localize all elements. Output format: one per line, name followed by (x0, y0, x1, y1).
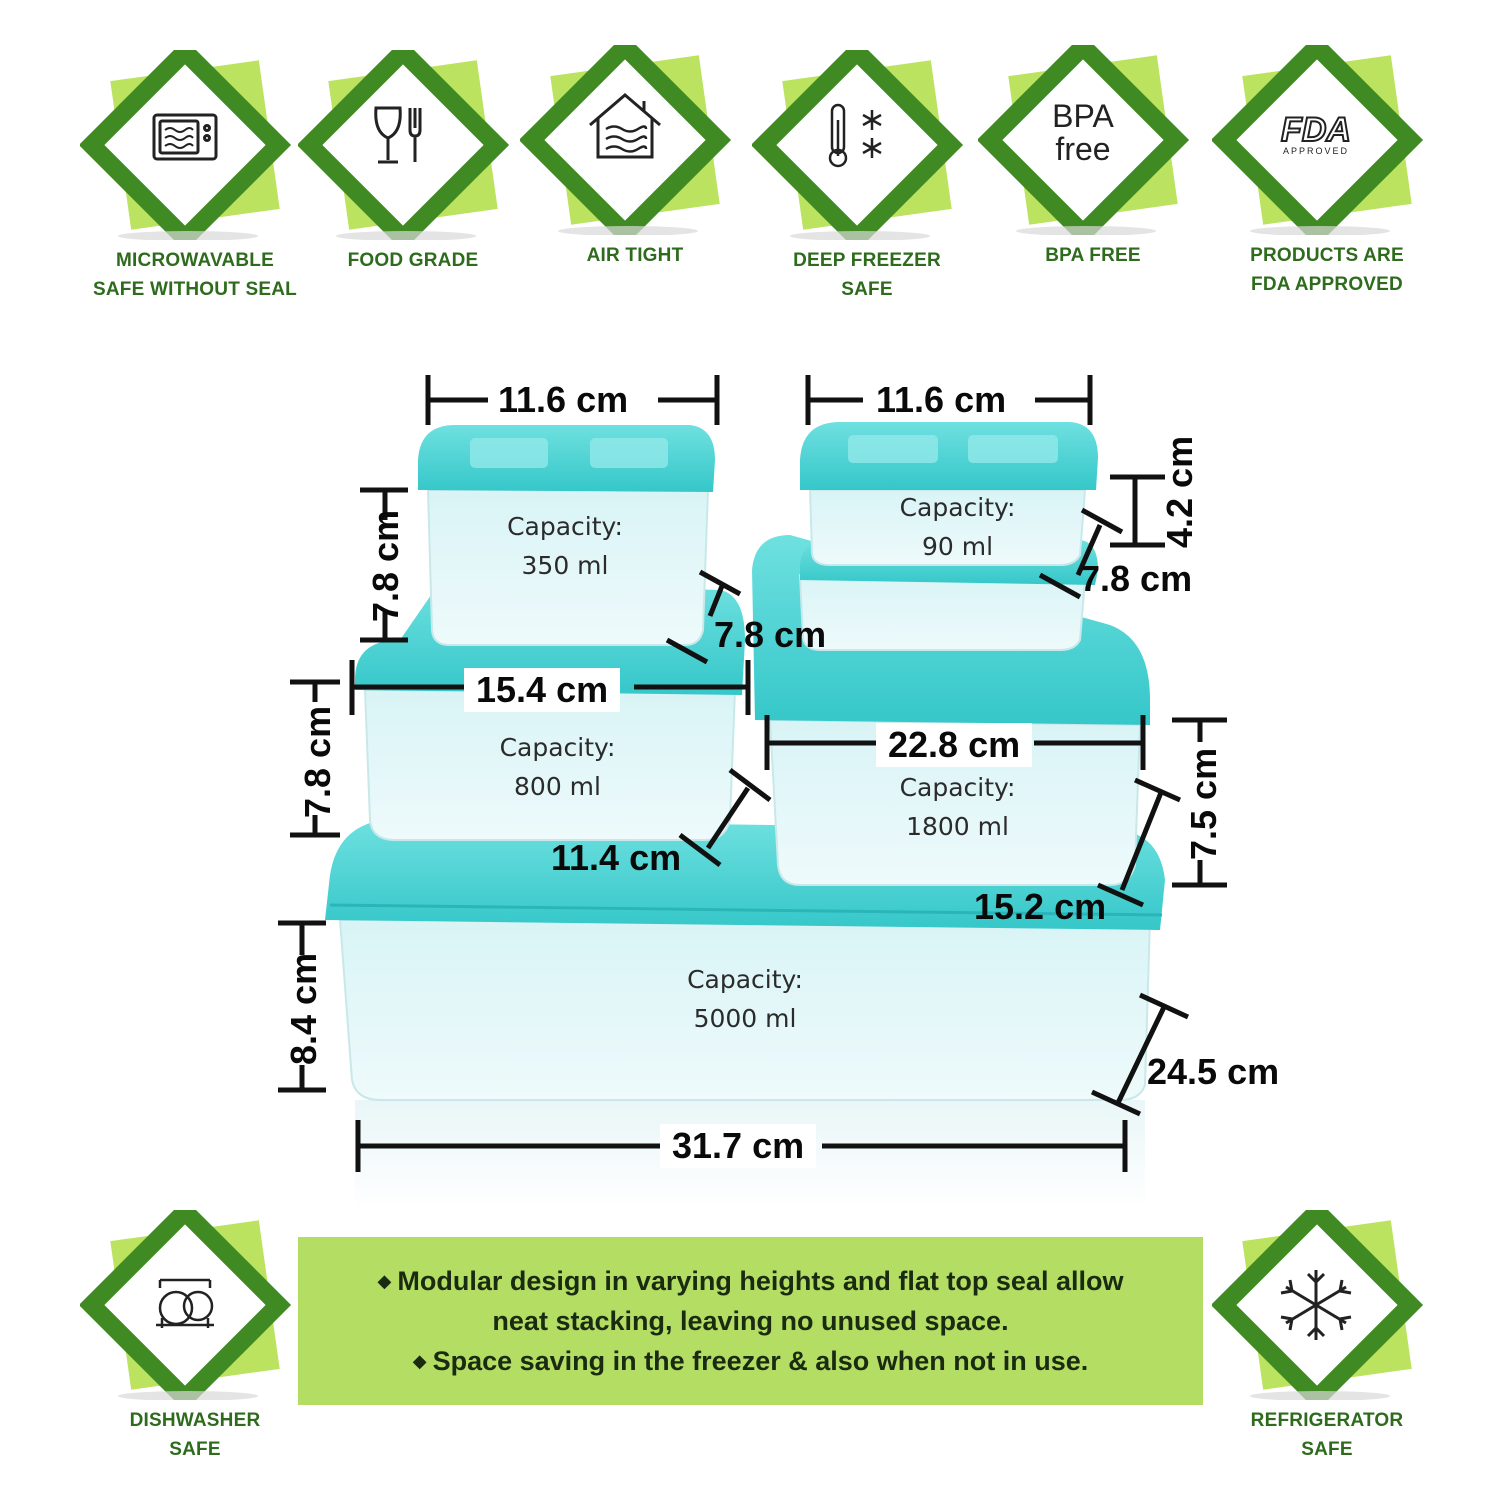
feature-info-box: ◆Modular design in varying heights and f… (298, 1237, 1203, 1405)
capacity-1800ml: Capacity:1800 ml (899, 773, 1016, 841)
diamond-bullet-icon: ◆ (412, 1351, 427, 1371)
badge-air-tight: AIR TIGHT (520, 45, 750, 295)
badge-bpa-free: BPA free BPA FREE (978, 45, 1208, 295)
free-text: free (1055, 131, 1110, 167)
dim-width-800ml: 15.4 cm (464, 668, 621, 712)
containers-illustration (278, 375, 1227, 1210)
info-line-1: ◆Modular design in varying heights and f… (377, 1266, 1124, 1296)
badge-diamond: BPA free (978, 45, 1190, 235)
capacity-350ml: Capacity:350 ml (507, 512, 623, 580)
dim-height-350ml: 7.8 cm (365, 509, 406, 622)
info-line-3: ◆Space saving in the freezer & also when… (412, 1346, 1089, 1376)
food-grade-icon (374, 106, 422, 164)
dim-depth-1800ml: 15.2 cm (974, 886, 1107, 927)
fda-approved-icon: FDA APPROVED (1280, 110, 1352, 156)
dim-depth-5000ml: 24.5 cm (1147, 1051, 1280, 1092)
badge-diamond (1212, 1210, 1424, 1400)
snowflake-icon (1280, 1270, 1352, 1340)
dim-depth-350ml: 7.8 cm (714, 614, 827, 655)
badge-diamond (80, 1210, 292, 1400)
badge-diamond (298, 50, 510, 240)
fda-text: FDA (1281, 111, 1351, 149)
microwave-icon (152, 113, 218, 161)
badge-label: BPA FREE (1045, 245, 1141, 266)
badge-diamond (520, 45, 732, 235)
capacity-800ml: Capacity:800 ml (499, 733, 616, 801)
dim-height-1800ml: 7.5 cm (1183, 747, 1224, 860)
dim-width-90ml: 11.6 cm (876, 379, 1007, 420)
freezer-thermometer-icon (828, 103, 882, 168)
dim-width-5000ml: 31.7 cm (660, 1124, 817, 1168)
diamond-bullet-icon: ◆ (377, 1271, 392, 1291)
dimension-lines (278, 375, 1227, 1172)
dishwasher-icon (156, 1278, 214, 1328)
dim-height-90ml: 4.2 cm (1159, 435, 1200, 548)
approved-text: APPROVED (1283, 146, 1349, 156)
dim-depth-90ml: 7.8 cm (1080, 558, 1193, 599)
container-90ml (800, 422, 1098, 566)
capacity-5000ml: Capacity:5000 ml (687, 965, 803, 1033)
dim-width-350ml: 11.6 cm (498, 379, 629, 420)
product-stack: Capacity:350 ml Capacity:90 ml Capacity:… (0, 340, 1500, 1210)
dim-height-5000ml: 8.4 cm (283, 952, 324, 1065)
dim-width-1800ml: 22.8 cm (876, 723, 1033, 767)
dim-height-800ml: 7.8 cm (297, 705, 338, 818)
badge-food-grade: FOOD GRADE (298, 50, 528, 300)
info-line-2: neat stacking, leaving no unused space. (492, 1306, 1009, 1336)
bpa-text: BPA (1052, 98, 1114, 134)
bpa-free-icon: BPA free (1052, 98, 1114, 167)
badge-label: AIR TIGHT (586, 245, 684, 266)
capacity-90ml: Capacity:90 ml (899, 493, 1016, 561)
badge-diamond (80, 50, 292, 240)
dim-depth-800ml: 11.4 cm (551, 837, 682, 878)
badge-diamond: FDA APPROVED (1212, 45, 1424, 235)
badge-label: FOOD GRADE (347, 250, 479, 271)
badge-diamond (752, 50, 964, 240)
container-350ml (418, 425, 715, 646)
air-tight-house-icon (589, 93, 661, 159)
